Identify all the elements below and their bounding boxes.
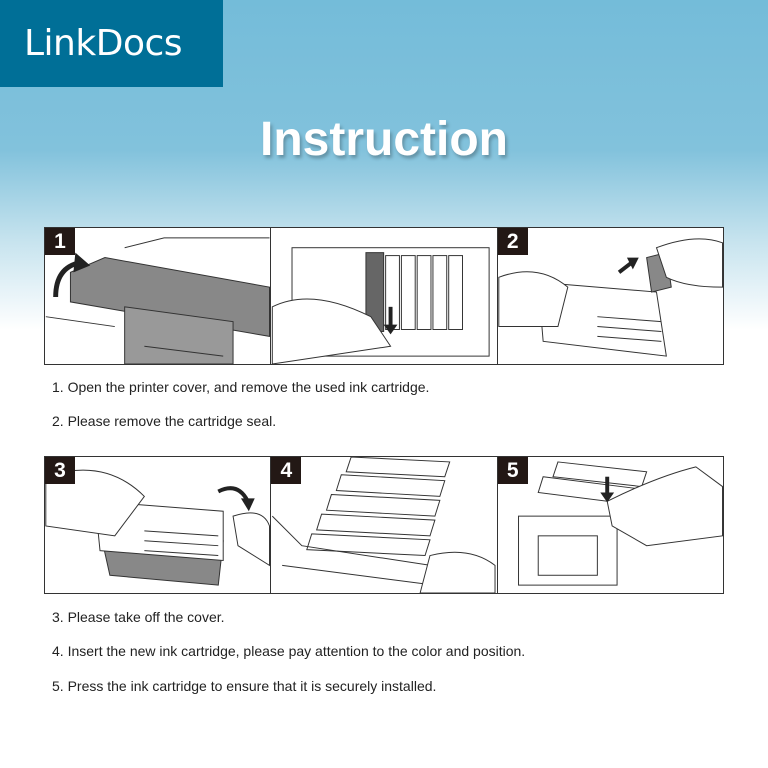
step-number: 5 [497,457,528,484]
brand-logo: LinkDocs [0,0,223,87]
step-text-4: 4. Insert the new ink cartridge, please … [52,643,526,659]
step-number: 4 [271,457,302,484]
step-text-1: 1. Open the printer cover, and remove th… [52,379,430,395]
panel-take-off-cover: 3 [45,457,272,593]
step-number: 1 [45,228,75,255]
panel-press-cartridge: 5 [497,457,723,593]
step-text-2: 2. Please remove the cartridge seal. [52,413,277,429]
step-text-5: 5. Press the ink cartridge to ensure tha… [52,678,437,694]
panel-open-cover: 1 [45,228,272,364]
cartridge-seal-illustration [497,238,723,357]
step-number: 2 [497,228,528,255]
panel-remove-seal: 2 [497,228,723,364]
panel-insert-cartridge: 4 [271,457,498,593]
step-text-3: 3. Please take off the cover. [52,609,225,625]
illustration-row-2: 3 4 5 [44,456,724,594]
step-number: 3 [45,457,75,484]
cover-removal-illustration [45,469,271,586]
illustration-row-1: 1 2 [44,227,724,365]
cartridge-press-illustration [517,461,723,586]
panel-remove-cartridge [271,228,498,364]
cartridge-insert-illustration [272,457,496,593]
printer-cover-illustration [45,237,271,364]
page-title: Instruction [260,113,508,166]
cartridge-bay-illustration [272,247,490,364]
